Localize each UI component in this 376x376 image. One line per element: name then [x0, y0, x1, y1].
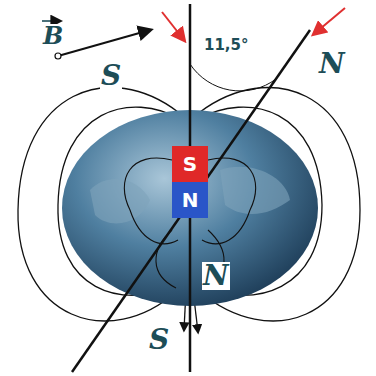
pointer-arrow — [314, 8, 345, 34]
angle-arc — [190, 64, 276, 91]
pole-label: B — [42, 24, 64, 48]
b-vector — [58, 30, 150, 56]
magnetic-axis — [72, 30, 310, 372]
pole-letter: N — [182, 188, 199, 212]
pole-label: S — [148, 326, 170, 354]
magnet-pole: N — [172, 182, 208, 218]
pole-letter: S — [183, 152, 197, 176]
pointer-arrow — [162, 12, 184, 40]
pole-label: N — [318, 50, 346, 78]
pole-label: N — [202, 262, 230, 290]
vector-arrow-sign — [42, 20, 60, 22]
pole-label: S — [100, 62, 122, 90]
angle-label: 11,5° — [203, 38, 250, 53]
magnet-pole: S — [172, 146, 208, 182]
